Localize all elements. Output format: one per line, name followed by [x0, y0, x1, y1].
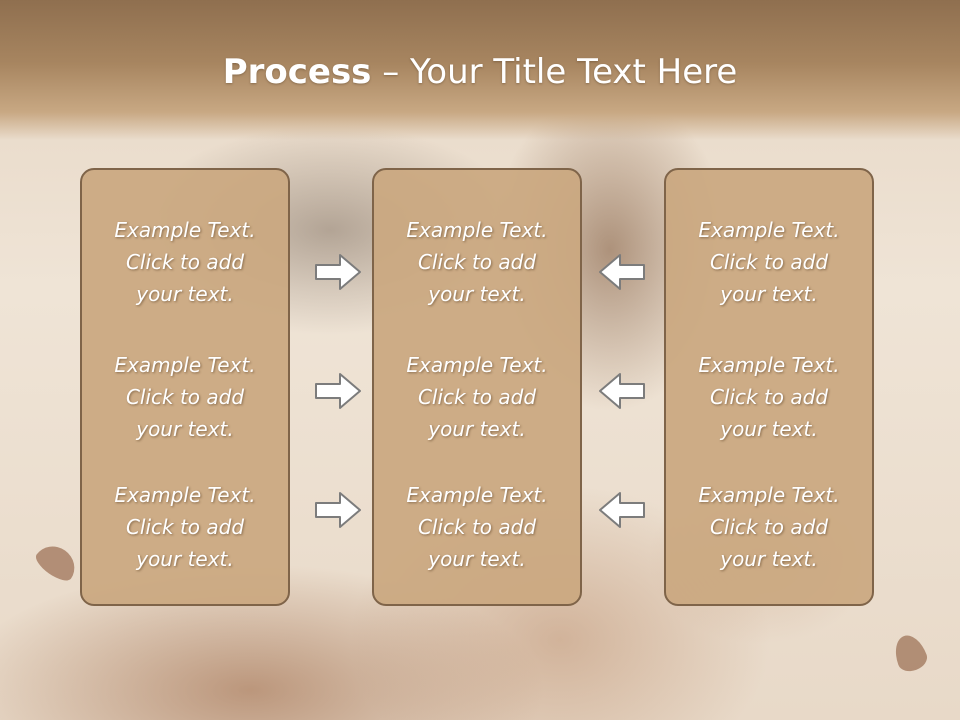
text-block[interactable]: Example Text. Click to add your text.	[82, 349, 288, 445]
text-block[interactable]: Example Text. Click to add your text.	[666, 214, 872, 310]
arrow-left-icon	[599, 254, 645, 290]
process-box-left[interactable]: Example Text. Click to add your text. Ex…	[80, 168, 290, 606]
text-line: your text.	[720, 417, 818, 441]
text-line: your text.	[428, 547, 526, 571]
text-block[interactable]: Example Text. Click to add your text.	[666, 479, 872, 575]
text-line: Example Text.	[406, 218, 548, 242]
text-block[interactable]: Example Text. Click to add your text.	[374, 349, 580, 445]
text-line: Click to add	[417, 515, 537, 539]
arrow-right-icon	[315, 492, 361, 528]
text-line: Click to add	[125, 515, 245, 539]
text-line: Click to add	[709, 515, 829, 539]
text-line: Example Text.	[406, 353, 548, 377]
text-line: your text.	[428, 417, 526, 441]
arrow-left-icon	[599, 373, 645, 409]
process-box-right[interactable]: Example Text. Click to add your text. Ex…	[664, 168, 874, 606]
text-line: your text.	[720, 282, 818, 306]
title-bar	[0, 0, 960, 140]
text-line: your text.	[136, 282, 234, 306]
arrow-right-icon	[315, 373, 361, 409]
text-line: your text.	[136, 547, 234, 571]
text-line: your text.	[720, 547, 818, 571]
text-line: your text.	[428, 282, 526, 306]
text-line: Example Text.	[698, 483, 840, 507]
text-line: Click to add	[125, 385, 245, 409]
text-line: Click to add	[709, 250, 829, 274]
title-rest-text: – Your Title Text Here	[371, 52, 738, 92]
text-line: Click to add	[417, 385, 537, 409]
text-line: Example Text.	[114, 353, 256, 377]
text-line: your text.	[136, 417, 234, 441]
text-block[interactable]: Example Text. Click to add your text.	[374, 214, 580, 310]
slide-title[interactable]: Process – Your Title Text Here	[0, 52, 960, 92]
text-line: Example Text.	[114, 218, 256, 242]
text-line: Click to add	[417, 250, 537, 274]
text-line: Click to add	[709, 385, 829, 409]
text-line: Example Text.	[698, 218, 840, 242]
text-line: Click to add	[125, 250, 245, 274]
text-line: Example Text.	[114, 483, 256, 507]
arrow-right-icon	[315, 254, 361, 290]
text-block[interactable]: Example Text. Click to add your text.	[82, 479, 288, 575]
title-bold-text: Process	[222, 52, 372, 92]
arrow-left-icon	[599, 492, 645, 528]
text-line: Example Text.	[406, 483, 548, 507]
text-block[interactable]: Example Text. Click to add your text.	[666, 349, 872, 445]
process-box-center[interactable]: Example Text. Click to add your text. Ex…	[372, 168, 582, 606]
text-block[interactable]: Example Text. Click to add your text.	[82, 214, 288, 310]
text-line: Example Text.	[698, 353, 840, 377]
text-block[interactable]: Example Text. Click to add your text.	[374, 479, 580, 575]
